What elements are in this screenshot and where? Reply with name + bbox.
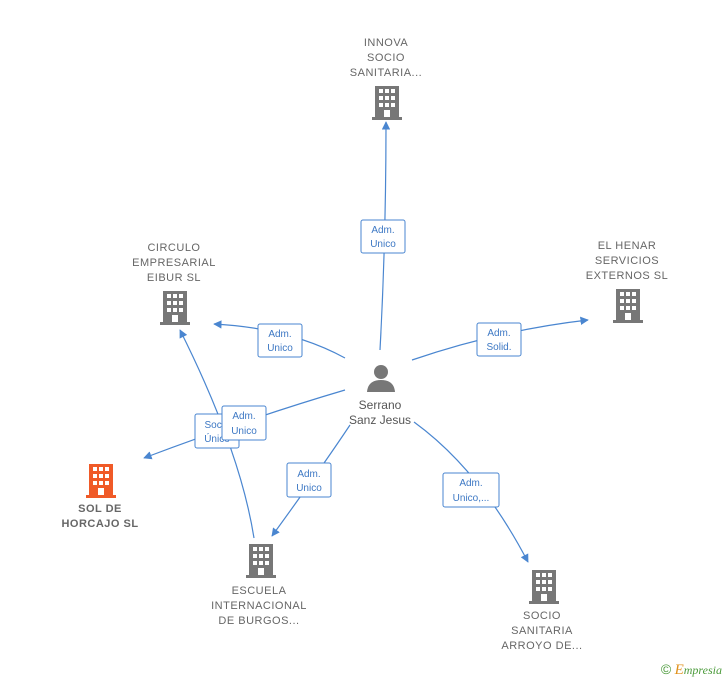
edge-label-elhenar[interactable]: Adm. Solid. bbox=[476, 322, 522, 357]
company-label-line: INNOVA bbox=[364, 37, 409, 49]
company-label-line: EXTERNOS SL bbox=[586, 270, 669, 282]
edge-label-line: Adm. bbox=[459, 478, 482, 489]
company-node-escuela[interactable]: ESCUELA INTERNACIONAL DE BURGOS... bbox=[211, 544, 307, 627]
company-label-line: SOCIO bbox=[367, 52, 405, 64]
edge-label-circulo[interactable]: Adm. Unico bbox=[257, 323, 303, 358]
brand-logo-initial: E bbox=[674, 662, 684, 678]
edge-label-line: Unico bbox=[370, 239, 396, 250]
company-label-line: INTERNACIONAL bbox=[211, 600, 307, 612]
company-label-line: HORCAJO SL bbox=[61, 518, 138, 530]
edge-label-solhorcajo[interactable]: Adm. Unico bbox=[221, 405, 267, 441]
building-icon bbox=[246, 544, 276, 578]
edge-label-line: Adm. bbox=[297, 469, 320, 480]
building-icon bbox=[529, 570, 559, 604]
company-label-line: EMPRESARIAL bbox=[132, 257, 216, 269]
company-label-line: ARROYO DE... bbox=[501, 640, 582, 652]
person-node[interactable]: Serrano Sanz Jesus bbox=[349, 365, 411, 427]
building-icon bbox=[160, 291, 190, 325]
company-label-line: CIRCULO bbox=[147, 242, 200, 254]
edge-label-line: Unico,... bbox=[453, 493, 490, 504]
building-icon bbox=[372, 86, 402, 120]
footer-brand[interactable]: © Empresia bbox=[661, 661, 722, 679]
company-label-line: SOL DE bbox=[78, 503, 122, 515]
edge-label-line: Socio bbox=[204, 420, 229, 431]
edge-labels: Adm. Unico Adm. Unico Adm. Solid. Socio … bbox=[194, 219, 522, 508]
copyright-icon: © bbox=[660, 661, 672, 677]
person-icon bbox=[367, 365, 395, 392]
company-node-innova[interactable]: INNOVA SOCIO SANITARIA... bbox=[350, 37, 422, 120]
brand-logo-text: mpresia bbox=[683, 663, 722, 677]
edge-label-line: Adm. bbox=[268, 329, 291, 340]
edge-label-line: Solid. bbox=[486, 342, 511, 353]
company-label-line: SANITARIA... bbox=[350, 67, 422, 79]
edge-label-line: Unico bbox=[267, 343, 293, 354]
company-label-line: SANITARIA bbox=[511, 625, 573, 637]
company-label-line: EL HENAR bbox=[598, 240, 657, 252]
edge-label-socioarroyo[interactable]: Adm. Unico,... bbox=[442, 472, 500, 508]
company-node-elhenar[interactable]: EL HENAR SERVICIOS EXTERNOS SL bbox=[586, 240, 669, 323]
company-label-line: ESCUELA bbox=[232, 585, 287, 597]
company-node-circulo[interactable]: CIRCULO EMPRESARIAL EIBUR SL bbox=[132, 242, 216, 325]
edge-label-escuela[interactable]: Adm. Unico bbox=[286, 462, 332, 498]
edge-label-line: Unico bbox=[296, 483, 322, 494]
company-node-solhorcajo[interactable]: SOL DE HORCAJO SL bbox=[61, 464, 138, 530]
company-label-line: EIBUR SL bbox=[147, 272, 201, 284]
company-label-line: SERVICIOS bbox=[595, 255, 659, 267]
company-label-line: SOCIO bbox=[523, 610, 561, 622]
edge-label-innova[interactable]: Adm. Unico bbox=[360, 219, 406, 254]
company-label-line: DE BURGOS... bbox=[218, 615, 299, 627]
edge-label-line: Adm. bbox=[371, 225, 394, 236]
person-name-line: Serrano bbox=[359, 398, 402, 412]
edge-label-line: Unico bbox=[231, 426, 257, 437]
edge-label-line: Adm. bbox=[487, 328, 510, 339]
building-icon bbox=[86, 464, 116, 498]
edge-label-line: Adm. bbox=[232, 411, 255, 422]
person-name-line: Sanz Jesus bbox=[349, 413, 411, 427]
building-icon bbox=[613, 289, 643, 323]
company-node-socioarroyo[interactable]: SOCIO SANITARIA ARROYO DE... bbox=[501, 570, 582, 652]
